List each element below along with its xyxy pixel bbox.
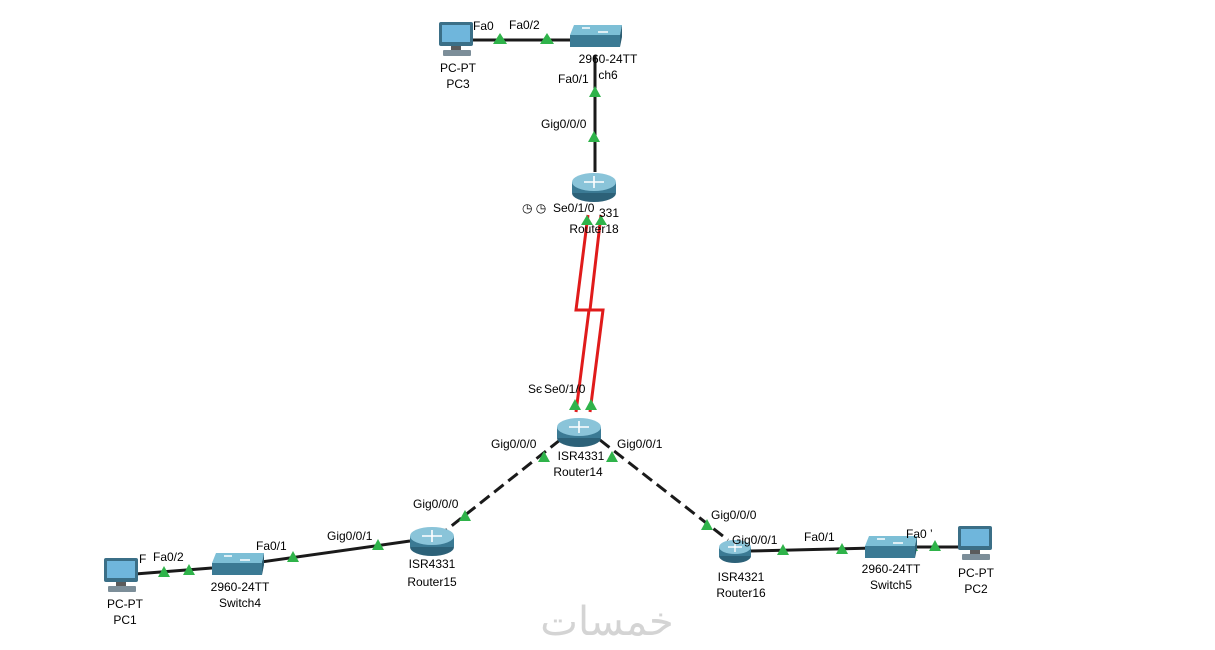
port-label: Gig0/0/0 bbox=[711, 508, 757, 522]
pc2-model-label: PC-PT bbox=[958, 566, 995, 580]
port-label: Gig0/0/0 bbox=[413, 497, 459, 511]
link-up-indicator bbox=[836, 543, 848, 554]
router15-icon[interactable] bbox=[410, 527, 454, 556]
switch6-icon[interactable] bbox=[570, 25, 622, 47]
router18-model-label: 331 bbox=[599, 206, 619, 220]
port-label: Fa0/2 bbox=[153, 550, 184, 564]
serial-link-2[interactable] bbox=[588, 214, 605, 413]
port-label: Gig0/0/1 bbox=[617, 437, 663, 451]
link-up-indicator bbox=[585, 399, 597, 410]
switch4-icon[interactable] bbox=[212, 553, 264, 575]
link-router14-router15[interactable] bbox=[439, 438, 561, 537]
link-switch4-pc1[interactable] bbox=[134, 566, 213, 576]
link-router15-switch4[interactable] bbox=[239, 539, 411, 567]
pc1-model-label: PC-PT bbox=[107, 597, 144, 611]
link-up-indicator bbox=[287, 551, 299, 562]
pc2-icon[interactable] bbox=[958, 526, 992, 560]
switch5-icon[interactable] bbox=[865, 536, 917, 558]
port-label: Gig0/0/0 bbox=[491, 437, 537, 451]
port-label: Gig0/0/1 bbox=[327, 529, 373, 543]
link-up-indicator bbox=[595, 215, 607, 225]
pc1-name-label: PC1 bbox=[113, 613, 137, 627]
switch5-model-label: 2960-24TT bbox=[862, 562, 921, 576]
link-up-indicator bbox=[701, 519, 713, 530]
links bbox=[134, 38, 960, 576]
router16-model-label: ISR4321 bbox=[718, 570, 765, 584]
link-router16-switch5[interactable] bbox=[749, 546, 876, 553]
router15-model-label: ISR4331 bbox=[409, 557, 456, 571]
link-up-indicator bbox=[581, 215, 593, 225]
port-label: Fa0/1 bbox=[804, 530, 835, 544]
port-label: Se0/1/0 bbox=[553, 201, 595, 215]
switch4-name-label: Switch4 bbox=[219, 596, 261, 610]
serial-link-1[interactable] bbox=[574, 214, 591, 413]
link-up-indicator bbox=[183, 564, 195, 575]
router14-icon[interactable] bbox=[557, 418, 601, 447]
link-up-indicator bbox=[493, 33, 507, 44]
router18-name-label: Router18 bbox=[569, 222, 619, 236]
router14-model-label: ISR4331 bbox=[558, 449, 605, 463]
switch6-model-label: 2960-24TT bbox=[579, 52, 638, 66]
watermark-logo: خمسات bbox=[540, 599, 673, 645]
link-up-indicator bbox=[459, 510, 471, 521]
port-label: Fa0/1 bbox=[558, 72, 589, 86]
link-up-indicator bbox=[540, 33, 554, 44]
port-label: Fa0 bbox=[473, 19, 494, 33]
link-up-indicator bbox=[929, 540, 941, 551]
link-status-indicators bbox=[158, 33, 941, 577]
pc3-name-label: PC3 bbox=[446, 77, 470, 91]
port-label: Se0/1/0 bbox=[544, 382, 586, 396]
link-up-indicator bbox=[588, 131, 600, 142]
link-up-indicator bbox=[606, 451, 618, 462]
port-label: Gig0/0/0 bbox=[541, 117, 587, 131]
switch5-name-label: Switch5 bbox=[870, 578, 912, 592]
pc3-icon[interactable] bbox=[439, 22, 473, 56]
device-labels: PC-PT PC3 2960-24TT ch6 331 Router18 ISR… bbox=[107, 52, 995, 627]
link-up-indicator bbox=[777, 544, 789, 555]
link-up-indicator bbox=[538, 451, 550, 462]
router18-icon[interactable] bbox=[572, 173, 616, 202]
port-label: Fa0 ’ bbox=[906, 527, 933, 541]
port-label: Fa0/1 bbox=[256, 539, 287, 553]
pc3-model-label: PC-PT bbox=[440, 61, 477, 75]
port-label: Fa0/2 bbox=[509, 18, 540, 32]
link-up-indicator bbox=[372, 539, 384, 550]
port-label: Gig0/0/1 bbox=[732, 533, 778, 547]
pc2-name-label: PC2 bbox=[964, 582, 988, 596]
router14-name-label: Router14 bbox=[553, 465, 603, 479]
port-labels: Fa0 Fa0/2 Fa0/1 Gig0/0/0 ◷ ◷ Se0/1/0 Sє … bbox=[139, 18, 933, 566]
router16-name-label: Router16 bbox=[716, 586, 766, 600]
port-label: Sє bbox=[528, 382, 542, 396]
port-label: F bbox=[139, 552, 146, 566]
router16-icon[interactable] bbox=[719, 540, 751, 563]
link-up-indicator bbox=[569, 399, 581, 410]
pc1-icon[interactable] bbox=[104, 558, 138, 592]
router15-name-label: Router15 bbox=[407, 575, 457, 589]
switch6-name-label: ch6 bbox=[598, 68, 618, 82]
clock-icons: ◷ ◷ bbox=[522, 201, 546, 215]
switch4-model-label: 2960-24TT bbox=[211, 580, 270, 594]
link-up-indicator bbox=[158, 566, 170, 577]
link-up-indicator bbox=[589, 86, 601, 97]
